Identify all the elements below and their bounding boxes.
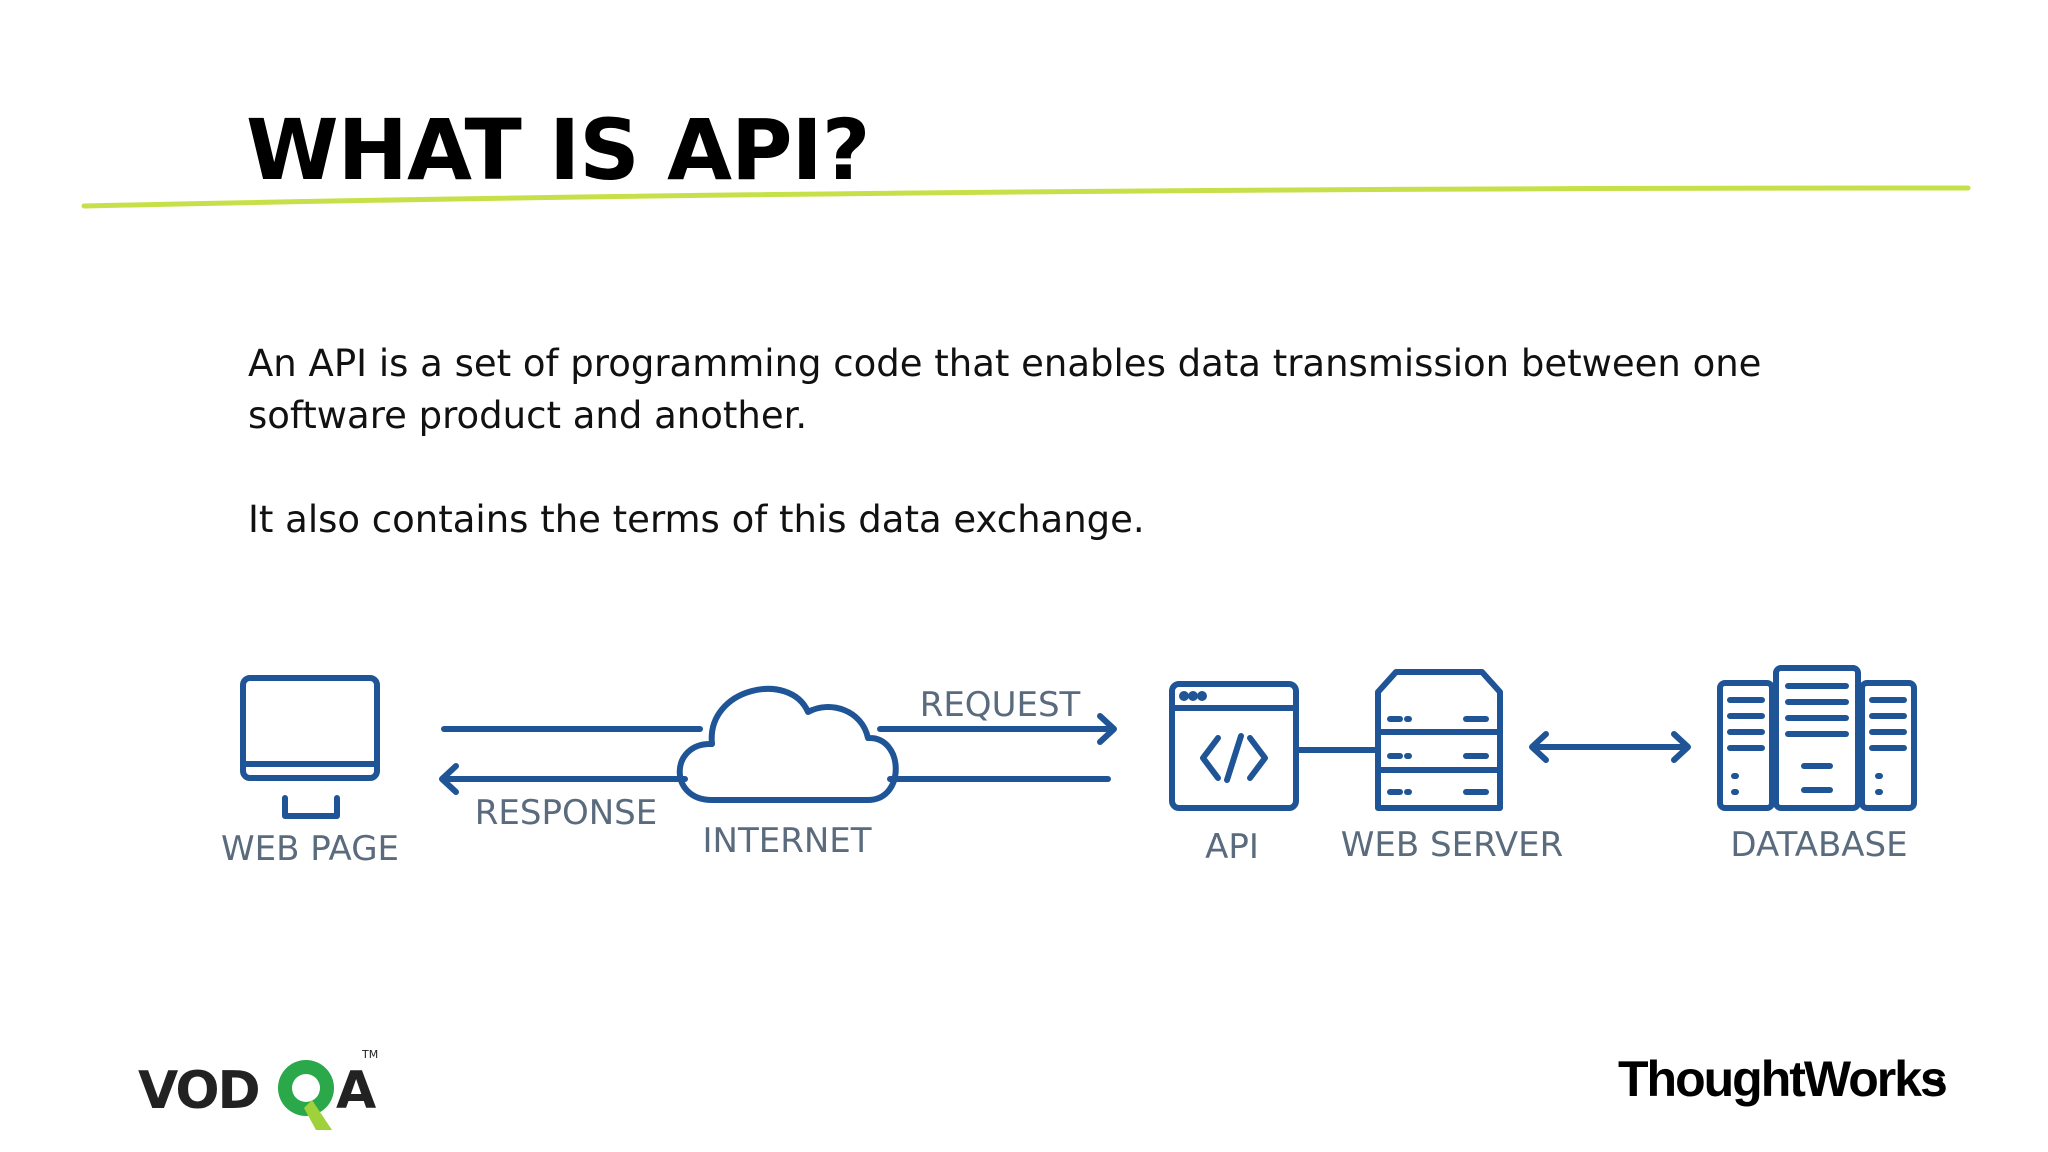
monitor-icon [240,675,380,819]
thoughtworks-logo: ThoughtWorks [1618,1044,1948,1114]
label-api: API [1205,827,1259,867]
database-icon [1717,665,1917,811]
body-text: An API is a set of programming code that… [248,338,1848,546]
server-icon [1375,669,1503,811]
label-web-page: WEB PAGE [221,829,399,869]
title-underline [81,185,1971,209]
label-web-server: WEB SERVER [1341,825,1563,865]
request-arrow [441,713,1117,745]
svg-text:VOD: VOD [138,1061,259,1121]
server-database-arrow [1529,731,1691,763]
label-response: RESPONSE [475,793,657,833]
slide-title: WHAT IS API? [246,101,871,199]
paragraph-terms: It also contains the terms of this data … [248,498,1145,541]
thoughtworks-wordmark: ThoughtWorks [1618,1051,1946,1107]
svg-text:A: A [336,1061,376,1121]
label-internet: INTERNET [702,821,871,861]
label-database: DATABASE [1730,825,1907,865]
paragraph-definition: An API is a set of programming code that… [248,342,1762,437]
response-arrow [439,763,1111,795]
api-icon [1169,681,1299,811]
cloud-icon [676,685,899,803]
label-request: REQUEST [920,685,1081,725]
vodqa-tm: TM [361,1048,378,1061]
vodqa-logo: VOD A TM [136,1038,396,1138]
